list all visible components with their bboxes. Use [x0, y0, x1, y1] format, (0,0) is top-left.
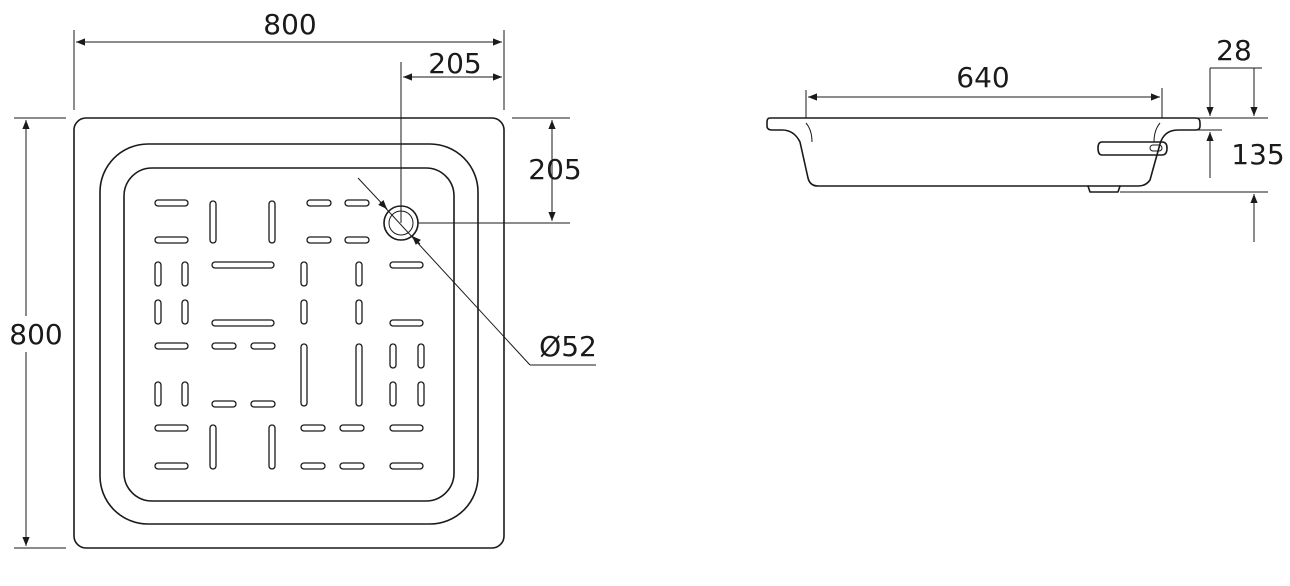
tray-rim-inner-right — [1153, 122, 1161, 143]
slot — [268, 200, 276, 244]
slot — [306, 236, 332, 244]
slot — [211, 400, 237, 408]
slot — [300, 343, 308, 407]
drain-bottom — [1087, 185, 1121, 193]
slot — [417, 343, 425, 369]
slot — [250, 400, 276, 408]
slot — [300, 299, 308, 325]
slot — [389, 261, 424, 269]
dim-drain-diameter: Ø52 — [357, 177, 597, 366]
slot — [268, 424, 276, 470]
slot — [154, 199, 189, 207]
slot — [355, 261, 363, 287]
slot — [300, 462, 326, 470]
slot — [209, 200, 217, 244]
slot — [154, 424, 189, 432]
dim-drain-offset-y: 205 — [418, 117, 582, 224]
tray-basin-edge — [99, 143, 479, 525]
slot — [300, 424, 326, 432]
slot — [339, 462, 365, 470]
dim-left-height: 800 — [8, 117, 66, 549]
slot — [181, 299, 189, 325]
plan-view: 800 205 205 800 Ø52 — [8, 8, 597, 549]
dim-total-height: 135 — [1120, 68, 1285, 242]
dim-text-total-height: 135 — [1231, 138, 1284, 171]
slot — [417, 381, 425, 407]
slot — [154, 261, 162, 287]
slot — [154, 236, 189, 244]
slot — [306, 199, 332, 207]
slot — [181, 261, 189, 287]
slot — [389, 424, 424, 432]
dim-inner-length: 640 — [805, 61, 1163, 118]
slot — [389, 343, 397, 369]
slot — [154, 462, 189, 470]
slot — [355, 299, 363, 325]
tray-floor — [123, 167, 455, 502]
dim-text-top-width: 800 — [263, 8, 316, 41]
slot — [211, 261, 275, 269]
tray-profile — [766, 117, 1201, 187]
slot — [250, 342, 276, 350]
slot — [211, 342, 237, 350]
slot — [389, 381, 397, 407]
slot — [154, 342, 189, 350]
slot — [355, 343, 363, 407]
dim-text-drain-offset-y: 205 — [528, 153, 581, 186]
dim-text-drain-offset-x: 205 — [428, 47, 481, 80]
slot — [209, 424, 217, 470]
tray-rim-inner — [805, 122, 813, 143]
drain-connector — [1097, 141, 1168, 156]
slot — [154, 299, 162, 325]
dim-text-left-height: 800 — [9, 318, 62, 351]
dim-text-rim-height: 28 — [1216, 34, 1252, 67]
dim-rim-height: 28 — [1196, 34, 1262, 178]
slot — [154, 381, 162, 407]
slot — [181, 381, 189, 407]
slot — [211, 319, 275, 327]
slot — [389, 462, 424, 470]
slot — [344, 236, 370, 244]
side-view: 640 28 135 — [766, 34, 1285, 242]
slot — [344, 199, 370, 207]
dim-drain-offset-x: 205 — [400, 47, 502, 223]
slot — [389, 319, 424, 327]
anti-slip-pattern — [154, 199, 425, 470]
tray-outer-rim — [73, 117, 505, 549]
slot — [339, 424, 365, 432]
dim-top-width: 800 — [73, 8, 505, 110]
dim-text-drain-diameter: Ø52 — [539, 330, 597, 363]
dim-text-inner-length: 640 — [956, 61, 1009, 94]
slot — [300, 261, 308, 287]
